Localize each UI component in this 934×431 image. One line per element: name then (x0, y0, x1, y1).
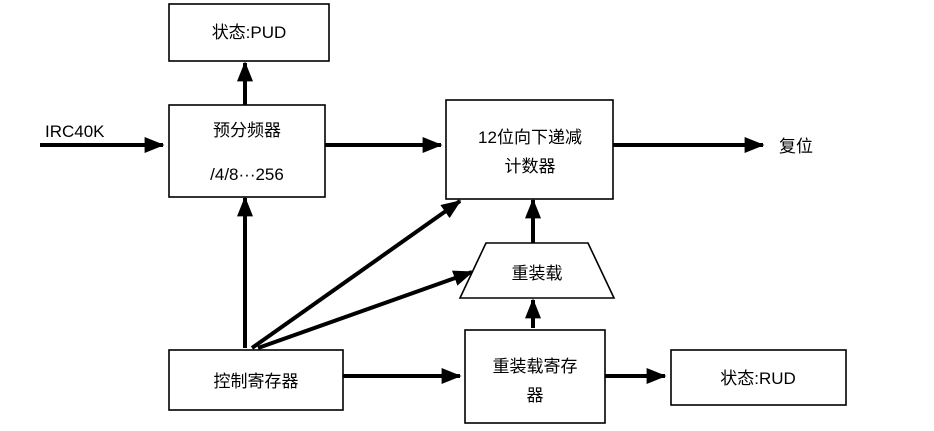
pud-status-label: 状态:PUD (212, 23, 287, 42)
node-prescaler: 预分频器 /4/8···256 (168, 104, 326, 198)
node-reload: 重装载 (458, 242, 616, 299)
node-pud-status: 状态:PUD (168, 3, 330, 62)
prescaler-ratio-label: /4/8···256 (210, 165, 284, 184)
reset-output-label: 复位 (779, 137, 813, 156)
edge-control-to-reload (257, 270, 474, 350)
reload-register-label-line1: 重装载寄存 (493, 357, 578, 376)
edges (40, 61, 765, 384)
node-counter: 12位向下递减 计数器 (445, 99, 614, 200)
node-control-register: 控制寄存器 (168, 349, 344, 411)
edge-control-to-counter (250, 199, 462, 350)
clock-input-label: IRC40K (45, 122, 105, 141)
prescaler-label: 预分频器 (213, 121, 281, 140)
control-register-label: 控制寄存器 (214, 372, 299, 391)
node-rud-status: 状态:RUD (670, 349, 847, 406)
reload-label: 重装载 (512, 264, 563, 283)
rud-status-label: 状态:RUD (720, 369, 796, 388)
counter-label-line2: 计数器 (505, 157, 556, 176)
reload-register-label-line2: 器 (527, 386, 544, 405)
node-reload-register: 重装载寄存 器 (464, 329, 606, 424)
counter-label-line1: 12位向下递减 (478, 128, 582, 147)
